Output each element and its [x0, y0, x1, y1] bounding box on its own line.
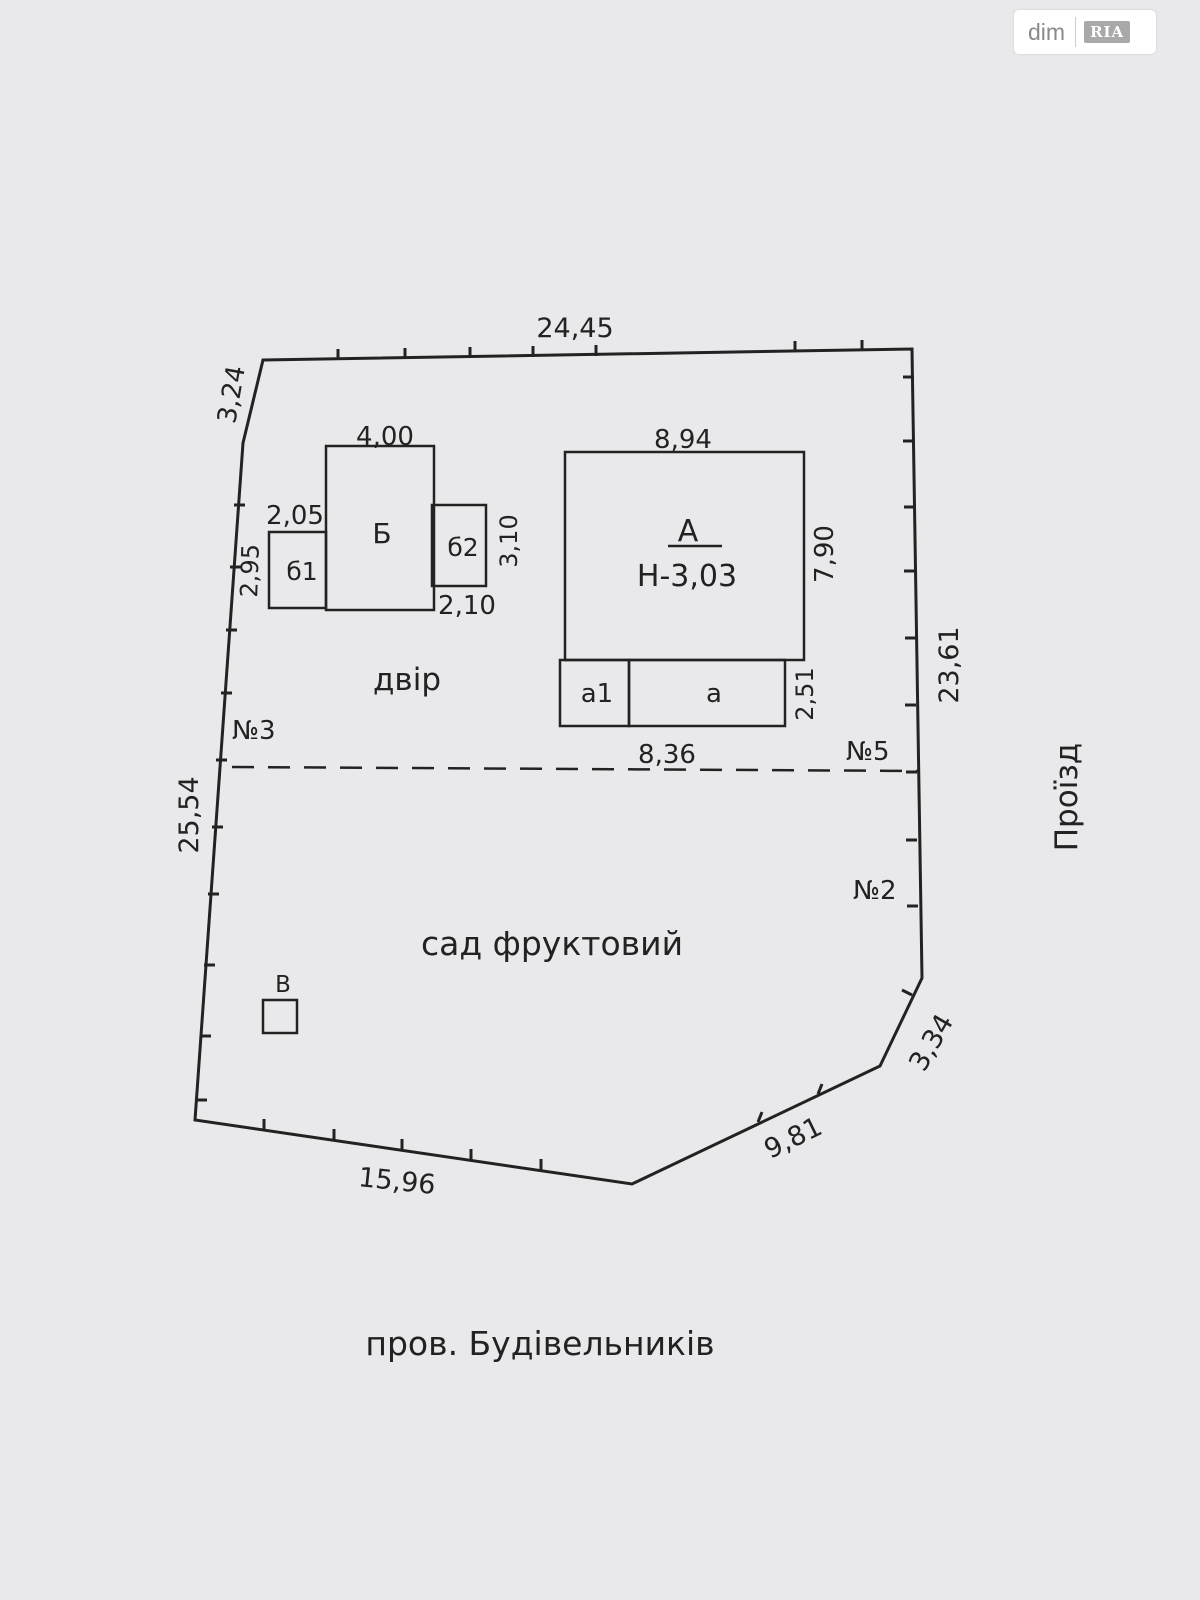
structure-v-label: В: [275, 972, 291, 998]
boundary-nw-length: 3,24: [212, 364, 252, 426]
plot-boundary: [193, 347, 924, 1186]
structure-v: [261, 998, 299, 1035]
building-b-width: 4,00: [356, 422, 414, 452]
neighbour-3-label: №3: [232, 716, 276, 746]
building-a-width: 8,94: [654, 425, 712, 455]
building-b2-width: 2,10: [438, 591, 496, 621]
building-a-label: А: [678, 514, 699, 549]
garden-label: сад фруктовий: [421, 924, 683, 963]
building-a1-label: а1: [581, 679, 613, 709]
boundary-east-length: 23,61: [934, 626, 965, 703]
building-b2: [430, 503, 488, 588]
internal-division-line: [231, 765, 921, 773]
boundary-ticks: [196, 340, 918, 1170]
passage-label: Проїзд: [1049, 743, 1085, 852]
watermark-ria: RIA: [1084, 21, 1131, 43]
building-a-depth: 7,90: [810, 525, 840, 583]
building-b1-width: 2,05: [266, 501, 324, 531]
building-a: [563, 450, 806, 662]
building-b1-label: б1: [286, 557, 317, 586]
boundary-se-corner-length: 3,34: [903, 1009, 960, 1077]
building-a-annex-depth: 2,51: [791, 667, 819, 720]
building-b2-label: б2: [447, 533, 478, 562]
building-a-height: Н-3,03: [637, 559, 737, 594]
boundary-west-length: 25,54: [174, 776, 205, 853]
building-a-annex: [627, 658, 787, 728]
boundary-north-length: 24,45: [536, 313, 613, 344]
building-b1-depth: 2,95: [235, 544, 265, 598]
watermark-dim: dim: [1014, 17, 1077, 47]
building-b-label: Б: [372, 517, 391, 550]
neighbour-5-label: №5: [846, 737, 890, 767]
watermark-logo: dim RIA: [1014, 10, 1156, 54]
street-label: пров. Будівельників: [365, 1324, 714, 1363]
building-b: [324, 444, 436, 612]
building-b2-depth: 3,10: [495, 514, 523, 567]
boundary-south-length: 15,96: [357, 1162, 437, 1201]
building-b1: [267, 530, 328, 610]
building-a-annex-label: а: [706, 679, 722, 709]
neighbour-2-label: №2: [853, 876, 897, 906]
yard-label: двір: [373, 662, 441, 698]
building-a-annex-width: 8,36: [638, 740, 696, 770]
